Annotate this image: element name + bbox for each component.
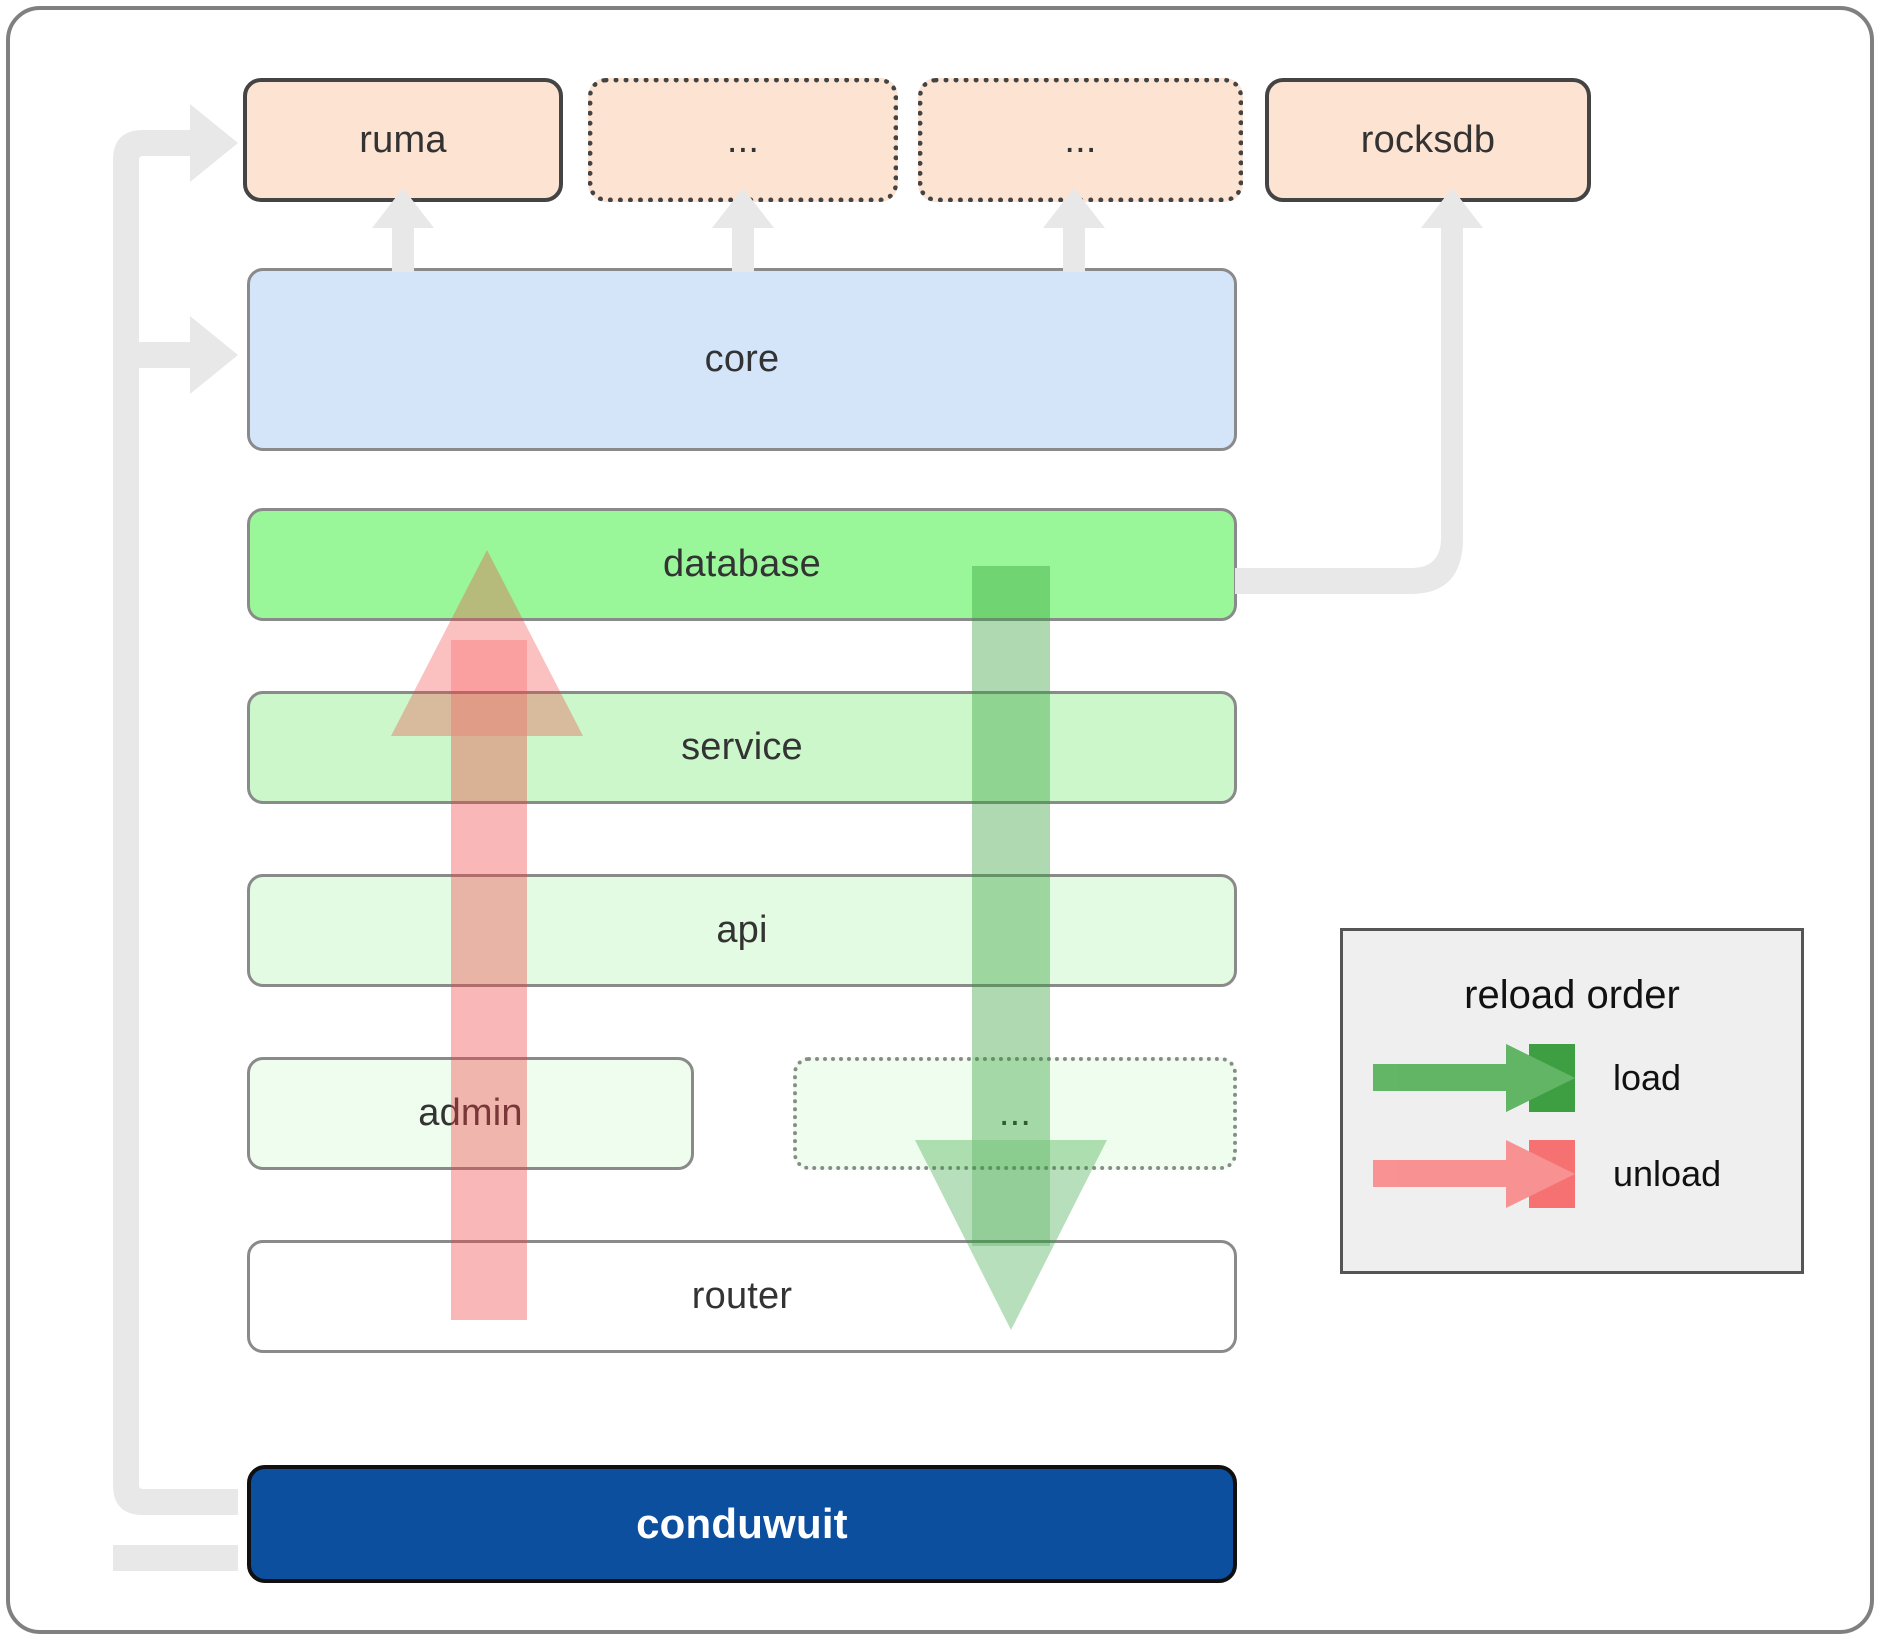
dependency-label-rocksdb: rocksdb: [1360, 118, 1496, 161]
layer-label-database: database: [663, 543, 821, 585]
dependency-label-placeholder-2: ...: [1064, 118, 1097, 161]
layer-label-admin: admin: [418, 1092, 523, 1134]
diagram-frame: [6, 6, 1874, 1634]
binary-box-conduwuit[interactable]: conduwuit: [247, 1465, 1237, 1583]
legend-arrows: [1373, 1044, 1575, 1208]
legend-title: reload order: [1464, 973, 1680, 1017]
dependency-label-placeholder-1: ...: [726, 118, 760, 161]
legend-panel: reload order load unload: [1340, 928, 1804, 1274]
layer-box-database[interactable]: database: [247, 508, 1237, 621]
layer-label-placeholder: ...: [998, 1092, 1032, 1134]
legend-label-load: load: [1613, 1057, 1682, 1098]
core-label: core: [704, 338, 780, 380]
binary-label-conduwuit: conduwuit: [636, 1500, 848, 1547]
core-box[interactable]: core: [247, 268, 1237, 451]
layer-box-api[interactable]: api: [247, 874, 1237, 987]
dependency-box-rocksdb[interactable]: rocksdb: [1265, 78, 1591, 202]
legend-unload-arrow-icon: [1373, 1140, 1575, 1208]
dependency-label-ruma: ruma: [359, 118, 447, 161]
layer-box-admin[interactable]: admin: [247, 1057, 694, 1170]
dependency-box-ruma[interactable]: ruma: [243, 78, 563, 202]
layer-box-router[interactable]: router: [247, 1240, 1237, 1353]
layer-box-placeholder[interactable]: ...: [793, 1057, 1237, 1170]
legend-label-unload: unload: [1613, 1153, 1722, 1194]
dependency-box-placeholder-2[interactable]: ...: [918, 78, 1243, 202]
legend-load-arrow-icon: [1373, 1044, 1575, 1112]
dependency-box-placeholder-1[interactable]: ...: [588, 78, 898, 202]
layer-label-router: router: [691, 1275, 793, 1317]
layer-label-service: service: [681, 726, 803, 768]
layer-box-service[interactable]: service: [247, 691, 1237, 804]
layer-label-api: api: [716, 909, 768, 951]
